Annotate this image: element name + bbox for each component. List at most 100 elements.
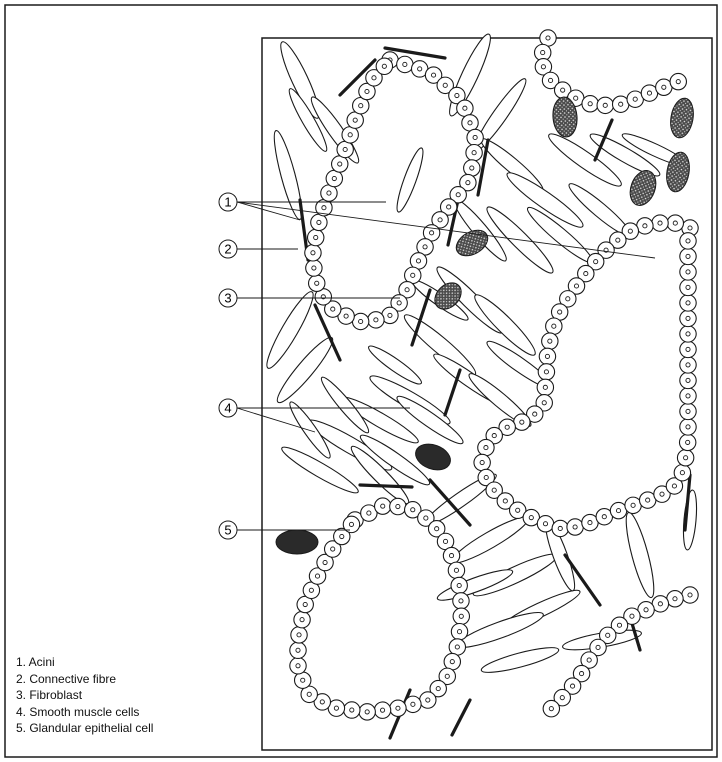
nucleus — [658, 221, 662, 225]
nucleus — [686, 378, 690, 382]
nucleus — [456, 193, 460, 197]
nucleus — [315, 281, 319, 285]
nucleus — [411, 702, 415, 706]
smooth-muscle-cell — [621, 510, 659, 599]
nucleus — [529, 516, 533, 520]
nucleus — [603, 103, 607, 107]
nucleus — [340, 534, 344, 538]
nucleus — [686, 239, 690, 243]
nucleus — [588, 521, 592, 525]
nucleus — [548, 339, 552, 343]
nucleus — [686, 316, 690, 320]
nucleus — [322, 206, 326, 210]
acinus-right — [474, 215, 698, 537]
nucleus — [617, 623, 621, 627]
nucleus — [673, 597, 677, 601]
nucleus — [558, 526, 562, 530]
nucleus — [686, 332, 690, 336]
nucleus — [436, 687, 440, 691]
nucleus — [438, 218, 442, 222]
nucleus — [473, 135, 477, 139]
nucleus — [343, 147, 347, 151]
smooth-muscle-cell — [544, 128, 625, 192]
legend: 1. Acini 2. Connective fibre 3. Fibrobla… — [16, 654, 153, 737]
callout-number: 2 — [224, 242, 231, 257]
nucleus — [430, 231, 434, 235]
nucleus — [396, 706, 400, 710]
nucleus — [455, 93, 459, 97]
nucleus — [574, 96, 578, 100]
nucleus — [300, 618, 304, 622]
nucleus — [560, 696, 564, 700]
nucleus — [587, 658, 591, 662]
nucleus — [633, 97, 637, 101]
nucleus — [584, 272, 588, 276]
nucleus — [380, 708, 384, 712]
nucleus — [320, 700, 324, 704]
nucleus — [317, 220, 321, 224]
nucleus — [424, 516, 428, 520]
nucleus — [686, 409, 690, 413]
nucleus — [403, 62, 407, 66]
callout-3: 3 — [219, 289, 237, 307]
nucleus — [484, 475, 488, 479]
nucleus — [505, 425, 509, 429]
nucleus — [332, 176, 336, 180]
nucleus — [686, 363, 690, 367]
nucleus — [463, 106, 467, 110]
nucleus — [688, 226, 692, 230]
nucleus — [353, 118, 357, 122]
nucleus — [686, 394, 690, 398]
legend-item-acini: 1. Acini — [16, 654, 153, 671]
nucleus — [548, 78, 552, 82]
nucleus — [574, 284, 578, 288]
nucleus — [684, 456, 688, 460]
nucleus — [492, 488, 496, 492]
nucleus — [301, 678, 305, 682]
smooth-muscle-cell — [393, 146, 428, 214]
nucleus — [457, 630, 461, 634]
nucleus — [561, 88, 565, 92]
nucleus — [309, 588, 313, 592]
smooth-muscle-cell — [480, 643, 561, 677]
nucleus — [327, 191, 331, 195]
nucleus — [311, 251, 315, 255]
nucleus — [468, 121, 472, 125]
callout-4: 4 — [219, 399, 237, 417]
nucleus — [445, 674, 449, 678]
nucleus — [549, 707, 553, 711]
connective-fibre — [360, 485, 412, 487]
nucleus — [411, 508, 415, 512]
nucleus — [662, 85, 666, 89]
nucleus — [616, 238, 620, 242]
nucleus — [365, 710, 369, 714]
nucleus — [416, 259, 420, 263]
callout-number: 5 — [224, 523, 231, 538]
callout-number: 4 — [224, 401, 231, 416]
nucleus — [579, 671, 583, 675]
fibroblast — [276, 530, 318, 554]
nucleus — [484, 445, 488, 449]
legend-item-fibroblast: 3. Fibroblast — [16, 687, 153, 704]
nucleus — [443, 83, 447, 87]
nucleus — [418, 67, 422, 71]
nucleus — [546, 36, 550, 40]
nucleus — [686, 270, 690, 274]
nucleus — [660, 492, 664, 496]
callout-number: 1 — [224, 195, 231, 210]
nucleus — [566, 297, 570, 301]
nucleus — [543, 385, 547, 389]
nucleus — [423, 245, 427, 249]
nucleus — [628, 229, 632, 233]
connective-fibre — [445, 370, 460, 415]
nucleus — [558, 310, 562, 314]
nucleus — [381, 504, 385, 508]
nucleus — [344, 314, 348, 318]
nucleus — [314, 235, 318, 239]
callout-1: 1 — [219, 193, 237, 211]
nucleus — [338, 162, 342, 166]
nucleus — [573, 525, 577, 529]
nucleus — [646, 498, 650, 502]
nucleus — [455, 645, 459, 649]
